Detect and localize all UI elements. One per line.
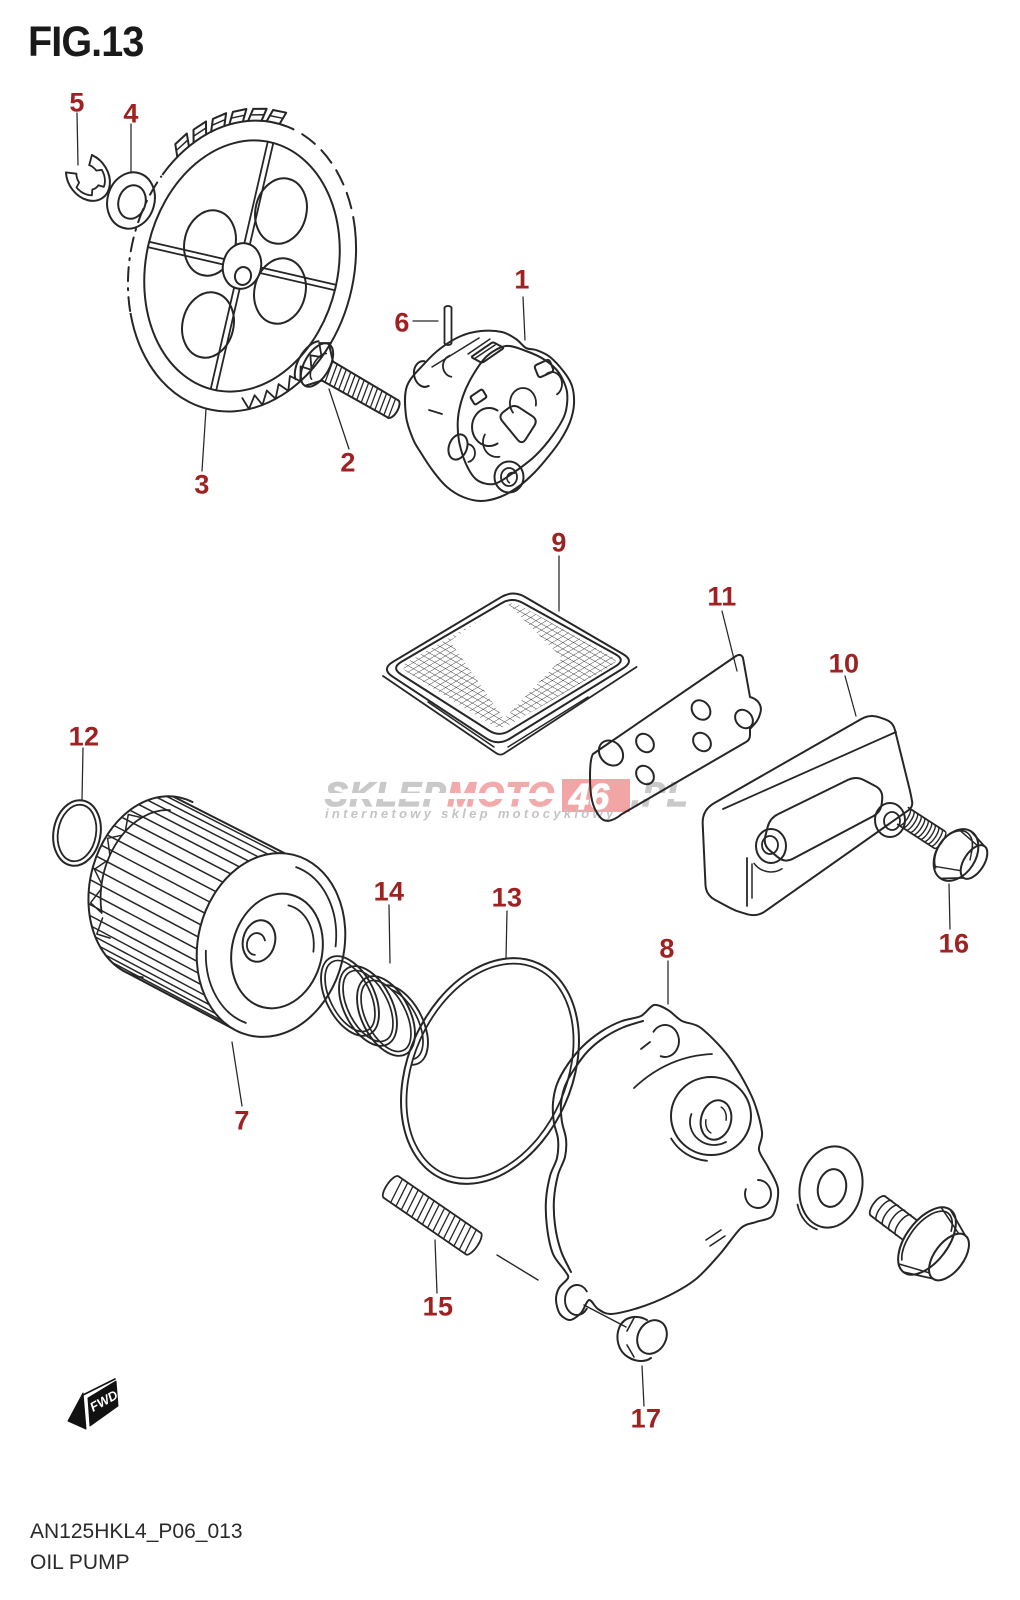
svg-text:14: 14 — [374, 877, 405, 907]
svg-text:10: 10 — [829, 649, 860, 679]
svg-text:3: 3 — [194, 470, 209, 500]
svg-text:7: 7 — [234, 1106, 249, 1136]
svg-text:16: 16 — [939, 929, 970, 959]
svg-text:1: 1 — [514, 265, 529, 295]
svg-text:4: 4 — [123, 99, 138, 129]
svg-text:13: 13 — [492, 883, 523, 913]
svg-text:5: 5 — [69, 88, 84, 118]
svg-text:8: 8 — [659, 934, 674, 964]
svg-text:15: 15 — [423, 1292, 454, 1322]
svg-text:2: 2 — [340, 448, 355, 478]
svg-text:11: 11 — [707, 582, 736, 612]
svg-text:12: 12 — [69, 722, 100, 752]
svg-text:17: 17 — [631, 1404, 662, 1434]
svg-text:9: 9 — [551, 528, 566, 558]
svg-text:6: 6 — [394, 308, 409, 338]
